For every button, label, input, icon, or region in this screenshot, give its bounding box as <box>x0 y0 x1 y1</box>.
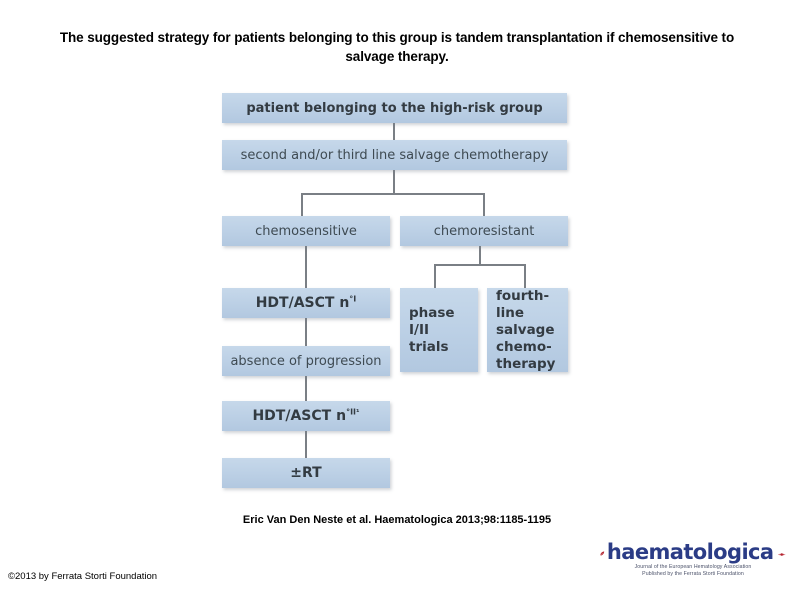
flow-node-chemosensitive[interactable]: chemosensitive <box>222 216 390 246</box>
connector-salvage-down <box>393 170 395 194</box>
flow-node-label-superscript: °I <box>349 294 357 304</box>
flow-node-label-superscript: °II¹ <box>346 407 360 417</box>
flow-node-label: HDT/ASCT n°II¹ <box>252 407 360 424</box>
flow-node-fourth-line[interactable]: fourth-line salvage chemo-therapy <box>487 288 568 372</box>
haematologica-logo: haematologica Journal of the European He… <box>600 540 786 586</box>
connector-branch-horizontal-main <box>301 193 484 195</box>
connector-branch-phase-trials <box>434 264 436 288</box>
flow-node-label: second and/or third line salvage chemoth… <box>240 147 549 163</box>
flow-node-label: HDT/ASCT n°I <box>255 294 357 311</box>
flow-node-hdt-asct-2[interactable]: HDT/ASCT n°II¹ <box>222 401 390 431</box>
logo-tagline-line2: Published by the Ferrata Storti Foundati… <box>642 571 744 577</box>
flow-node-high-risk-group[interactable]: patient belonging to the high-risk group <box>222 93 567 123</box>
page-title: The suggested strategy for patients belo… <box>59 30 735 64</box>
connector-branch-right <box>483 193 485 216</box>
logo-wordmark-row: haematologica <box>600 540 786 564</box>
flowchart-figure: patient belonging to the high-risk group… <box>0 80 794 505</box>
cell-cluster-icon <box>778 552 786 556</box>
flow-node-label: fourth-line salvage chemo-therapy <box>496 287 556 372</box>
connector-highrisk-to-salvage <box>393 123 395 140</box>
connector-hdt1-to-absence <box>305 318 307 346</box>
flow-node-absence-of-progression[interactable]: absence of progression <box>222 346 390 376</box>
copyright-text: ©2013 by Ferrata Storti Foundation <box>8 571 158 582</box>
connector-chemosensitive-to-hdt1 <box>305 246 307 288</box>
flow-node-label: absence of progression <box>230 353 382 369</box>
flow-node-label: chemoresistant <box>433 223 535 239</box>
flow-node-rt[interactable]: ±RT <box>222 458 390 488</box>
flow-node-salvage-chemotherapy[interactable]: second and/or third line salvage chemoth… <box>222 140 567 170</box>
connector-branch-horizontal-resistant <box>434 264 525 266</box>
leaf-mark-icon <box>600 550 605 556</box>
connector-chemoresistant-down <box>479 246 481 265</box>
flow-node-label: patient belonging to the high-risk group <box>246 100 543 116</box>
flow-node-label: chemosensitive <box>255 223 357 239</box>
flow-node-label: phase I/II trials <box>409 304 455 355</box>
connector-branch-left <box>301 193 303 216</box>
logo-wordmark-text: haematologica <box>606 540 774 564</box>
connector-hdt2-to-rt <box>305 431 307 458</box>
flow-node-hdt-asct-1[interactable]: HDT/ASCT n°I <box>222 288 390 318</box>
flow-node-label: ±RT <box>290 465 322 481</box>
citation-text: Eric Van Den Neste et al. Haematologica … <box>242 514 552 526</box>
flow-node-phase-trials[interactable]: phase I/II trials <box>400 288 478 372</box>
connector-absence-to-hdt2 <box>305 373 307 401</box>
flow-node-chemoresistant[interactable]: chemoresistant <box>400 216 568 246</box>
connector-branch-fourth-line <box>524 264 526 288</box>
logo-tagline-line1: Journal of the European Hematology Assoc… <box>634 564 752 570</box>
